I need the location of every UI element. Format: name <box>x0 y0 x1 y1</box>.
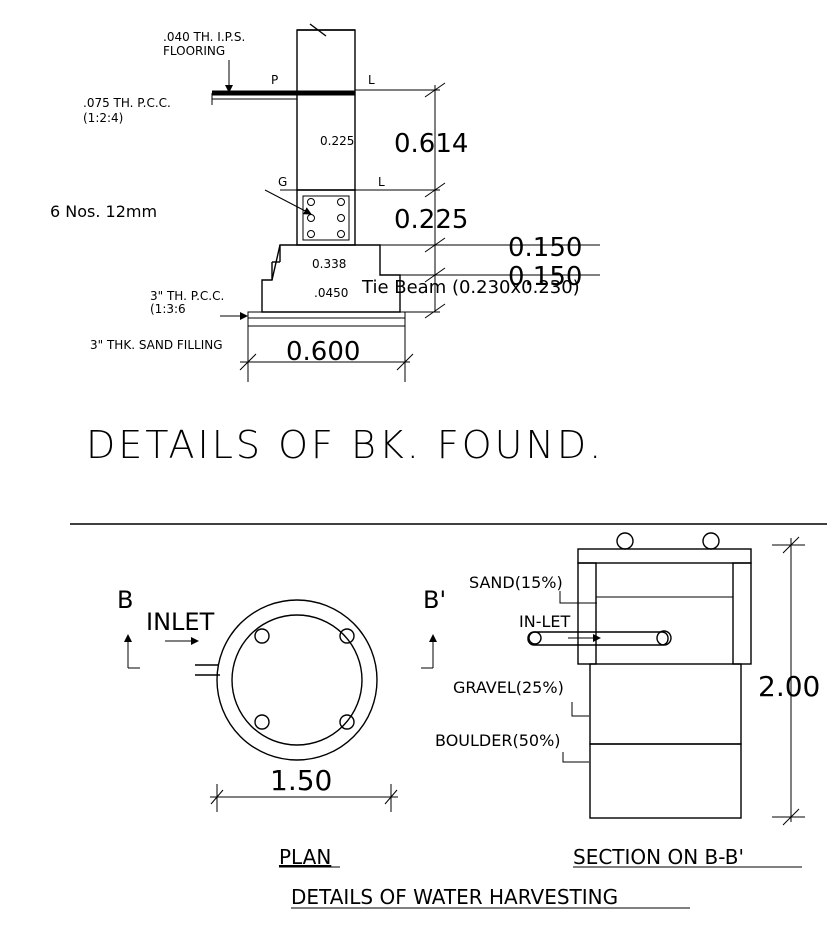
foundation-detail: .040 TH. I.P.S. FLOORING .075 TH. P.C.C.… <box>50 23 604 467</box>
section-b-label: B <box>117 586 133 614</box>
pit-inner-ring <box>231 614 363 746</box>
plan-label: PLAN <box>279 845 331 869</box>
depth-dimension: 2.00 <box>758 670 820 703</box>
pcc-bed <box>247 311 406 319</box>
gravel-label: GRAVEL(25%) <box>453 678 564 697</box>
pcc-bottom-note-1: 3" TH. P.C.C. <box>150 289 224 303</box>
section-label: SECTION ON B-B' <box>573 845 744 869</box>
dim-step-1: 0.150 <box>508 233 582 263</box>
wall-section <box>296 23 356 191</box>
dim-height-plinth: 0.614 <box>394 129 468 159</box>
tie-beam-label: Tie Beam (0.230x0.230) <box>361 277 580 298</box>
tie-beam <box>296 189 356 246</box>
flooring-note-1: .040 TH. I.P.S. <box>163 30 245 44</box>
water-harvesting-plan: B INLET B' 1.50 PLAN <box>117 586 446 869</box>
pit-cover <box>577 548 752 564</box>
sand-filling-note: 3" THK. SAND FILLING <box>90 338 223 352</box>
flooring-note-2: FLOORING <box>163 44 225 58</box>
plan-diameter: 1.50 <box>270 764 332 797</box>
label-l-mid: L <box>378 175 385 189</box>
label-p: P <box>271 73 278 87</box>
boulder-label: BOULDER(50%) <box>435 731 561 750</box>
inlet-label: INLET <box>146 608 215 636</box>
footing-width: 0.338 <box>312 257 346 271</box>
boulder-layer <box>589 743 742 819</box>
section-b-prime-label: B' <box>423 586 446 614</box>
dim-step-2: 0.150 <box>508 262 582 292</box>
label-l-top: L <box>368 73 375 87</box>
dim-base-width: 0.600 <box>286 337 360 367</box>
pcc-bottom-note-2: (1:3:6 <box>150 302 186 316</box>
rebar-note: 6 Nos. 12mm <box>50 202 157 221</box>
in-let-label: IN-LET <box>519 612 570 631</box>
dim-height-beam: 0.225 <box>394 205 468 235</box>
sand-bed <box>247 317 406 327</box>
foundation-title: DETAILS OF BK. FOUND. <box>86 423 604 467</box>
gravel-layer <box>589 663 742 745</box>
water-harvesting-title: DETAILS OF WATER HARVESTING <box>291 885 618 909</box>
wall-thickness: 0.225 <box>320 134 354 148</box>
label-g: G <box>278 175 287 189</box>
pcc-top-note-2: (1:2:4) <box>83 111 123 125</box>
water-harvesting-section: SAND(15%) IN-LET GRAVEL(25%) BOULDER(50%… <box>435 532 820 869</box>
pcc-top-note-1: .075 TH. P.C.C. <box>83 96 171 110</box>
footing-offset: .0450 <box>314 286 348 300</box>
pit-outer-ring <box>216 599 378 761</box>
sand-label: SAND(15%) <box>469 573 563 592</box>
